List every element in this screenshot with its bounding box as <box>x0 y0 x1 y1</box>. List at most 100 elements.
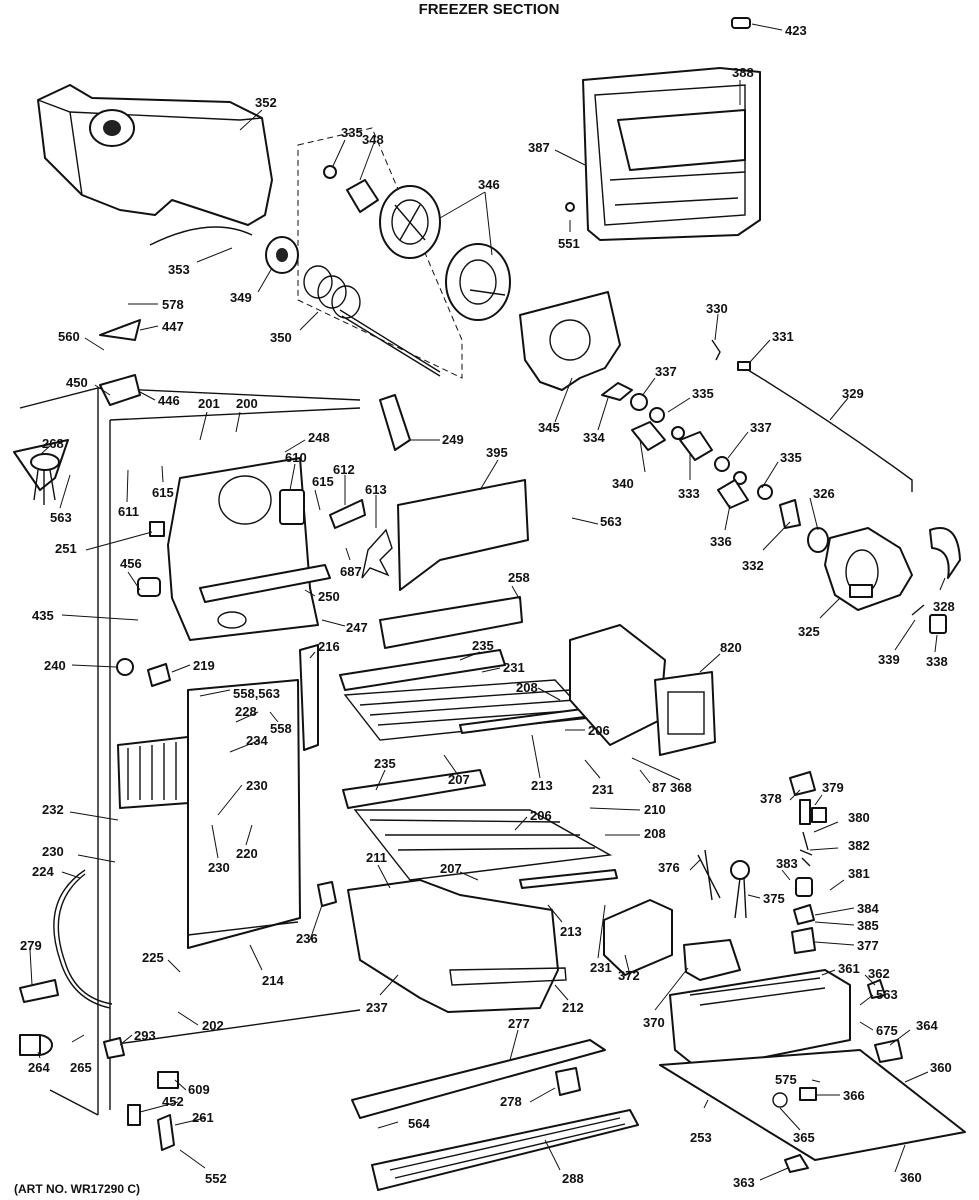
part-label: 212 <box>562 1000 584 1015</box>
part-label: 360 <box>900 1170 922 1185</box>
part-label: 452 <box>162 1094 184 1109</box>
part-label: 376 <box>658 860 680 875</box>
part-label: 381 <box>848 866 870 881</box>
part-labels: 423 352 388 387 335 348 346 551 353 349 … <box>20 23 955 1190</box>
part-label: 363 <box>733 1175 755 1190</box>
part-label: 379 <box>822 780 844 795</box>
part-label: 234 <box>246 733 268 748</box>
dispenser-housing-drawing <box>659 969 966 1161</box>
part-label: 335 <box>692 386 714 401</box>
part-label: 362 <box>868 966 890 981</box>
wire-shelf-upper-drawing <box>339 649 593 741</box>
part-label: 206 <box>588 723 610 738</box>
part-label: 377 <box>857 938 879 953</box>
part-label: 326 <box>813 486 835 501</box>
part-label: 335 <box>341 125 363 140</box>
part-label: 563 <box>600 514 622 529</box>
art-number: (ART NO. WR17290 C) <box>14 1182 140 1196</box>
part-label: 230 <box>42 844 64 859</box>
part-label: 261 <box>192 1110 214 1125</box>
part-label: 450 <box>66 375 88 390</box>
freezer-liner-drawing <box>19 387 361 1116</box>
part-label: 329 <box>842 386 864 401</box>
part-label: 225 <box>142 950 164 965</box>
part-label: 202 <box>202 1018 224 1033</box>
screw-551-drawing <box>565 202 575 212</box>
wire-shelf-lower-drawing <box>342 769 618 889</box>
part-label: 264 <box>28 1060 50 1075</box>
part-label: 230 <box>246 778 268 793</box>
part-label: 293 <box>134 1028 156 1043</box>
part-label: 235 <box>374 756 396 771</box>
part-label: 219 <box>193 658 215 673</box>
part-label: 265 <box>70 1060 92 1075</box>
part-label: 211 <box>366 850 387 865</box>
part-label: 236 <box>296 931 318 946</box>
ice-pan-drawing <box>347 879 567 1013</box>
part-label: 207 <box>448 772 470 787</box>
part-label: 552 <box>205 1171 227 1186</box>
part-label: 613 <box>365 482 387 497</box>
part-label: 337 <box>655 364 677 379</box>
part-label: 820 <box>720 640 742 655</box>
part-label: 328 <box>933 599 955 614</box>
part-label: 87 <box>652 780 666 795</box>
part-label: 228 <box>235 704 257 719</box>
part-label: 378 <box>760 791 782 806</box>
drawer-rail-drawing <box>351 1039 606 1119</box>
part-label: 560 <box>58 329 80 344</box>
part-label: 395 <box>486 445 508 460</box>
part-label: 248 <box>308 430 330 445</box>
part-label: 200 <box>236 396 258 411</box>
part-label: 334 <box>583 430 605 445</box>
part-label: 447 <box>162 319 184 334</box>
part-label: 563 <box>50 510 72 525</box>
part-label: 340 <box>612 476 634 491</box>
part-label: 456 <box>120 556 142 571</box>
part-label: 279 <box>20 938 42 953</box>
part-label: 339 <box>878 652 900 667</box>
part-label: 268 <box>42 436 64 451</box>
part-label: 551 <box>558 236 580 251</box>
small-fitting-423-drawing <box>731 17 751 29</box>
part-label: 258 <box>508 570 530 585</box>
part-label: 361 <box>838 961 860 976</box>
ice-bucket-drawing <box>37 84 273 246</box>
part-label: 423 <box>785 23 807 38</box>
crusher-blade-drawing <box>323 165 511 321</box>
damper-278-drawing <box>555 1067 581 1096</box>
part-label: 558,563 <box>233 686 280 701</box>
part-label: 231 <box>590 960 612 975</box>
part-label: 368 <box>670 780 692 795</box>
part-label: 332 <box>742 558 764 573</box>
part-label: 609 <box>188 1082 210 1097</box>
part-label: 366 <box>843 1088 865 1103</box>
part-label: 250 <box>318 589 340 604</box>
rear-panel-214-drawing <box>187 679 301 949</box>
left-small-parts-drawing <box>13 319 411 1151</box>
shelf-front-258-drawing <box>379 596 523 649</box>
part-label: 336 <box>710 534 732 549</box>
part-label: 350 <box>270 330 292 345</box>
part-label: 330 <box>706 301 728 316</box>
part-label: 337 <box>750 420 772 435</box>
part-label: 216 <box>318 639 340 654</box>
part-label: 235 <box>472 638 494 653</box>
part-label: 232 <box>42 802 64 817</box>
part-label: 564 <box>408 1116 430 1131</box>
part-label: 213 <box>560 924 582 939</box>
part-label: 372 <box>618 968 640 983</box>
part-label: 251 <box>55 541 77 556</box>
crusher-assembly-boundary <box>297 127 463 379</box>
part-label: 240 <box>44 658 66 673</box>
part-label: 384 <box>857 901 879 916</box>
solenoid-370-drawing <box>683 939 741 981</box>
part-label: 206 <box>530 808 552 823</box>
part-label: 207 <box>440 861 462 876</box>
diagram-title: FREEZER SECTION <box>419 1 560 18</box>
part-label: 352 <box>255 95 277 110</box>
part-label: 249 <box>442 432 464 447</box>
part-label: 231 <box>592 782 614 797</box>
ice-maker-drawing <box>569 624 716 756</box>
part-label: 214 <box>262 973 284 988</box>
